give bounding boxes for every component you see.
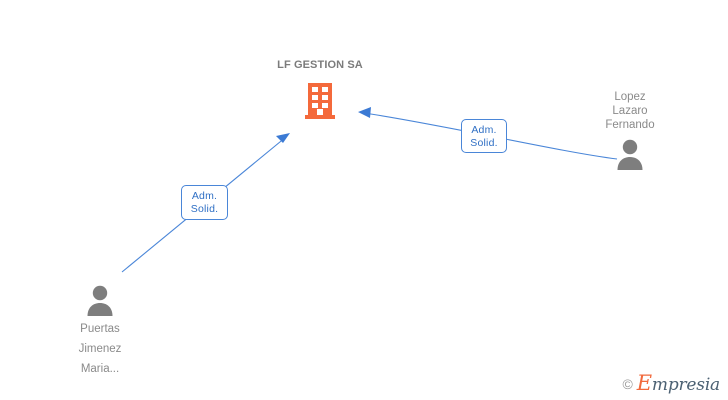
page-title: LF GESTION SA [277,59,363,71]
company-node[interactable]: LF GESTION SA [245,58,395,120]
brand-logo: Empresia [637,373,720,394]
brand-rest: mpresia [651,375,720,395]
person-node-lopez[interactable]: Lopez Lazaro Fernando [570,90,690,170]
person-icon [40,284,160,316]
person-name-line-3: Fernando [605,119,655,131]
copyright-icon: © [622,375,633,392]
person-name-line-2: Lazaro [612,105,648,117]
relation-label-lopez[interactable]: Adm. Solid. [461,119,507,153]
person-name-line-1: Puertas [80,323,120,335]
person-node-puertas[interactable]: Puertas Jimenez Maria... [40,284,160,376]
arrowhead-puertas [276,133,290,143]
relation-label-line-2: Solid. [190,203,219,215]
person-name-line-3: Maria... [80,363,120,375]
relation-label-line-2: Solid. [470,137,498,149]
person-name-line-1: Lopez [614,91,646,103]
person-name-line-2: Jimenez [78,343,122,355]
relation-label-line-1: Adm. [471,124,497,136]
arrowhead-lopez [358,107,371,118]
watermark: © Empresia [622,373,720,394]
relation-label-line-1: Adm. [191,190,218,202]
relation-label-puertas[interactable]: Adm. Solid. [181,185,228,220]
person-icon [570,138,690,170]
building-icon [245,82,395,120]
brand-initial: E [636,371,652,395]
